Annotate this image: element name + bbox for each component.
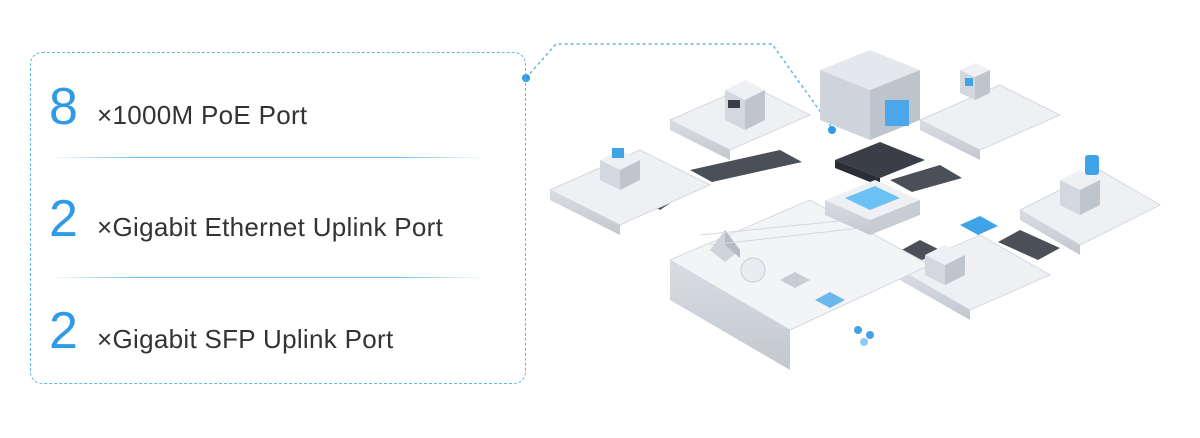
port-spec-panel: 8 ×1000M PoE Port 2 ×Gigabit Ethernet Up… xyxy=(30,52,526,384)
port-label: ×Gigabit Ethernet Uplink Port xyxy=(97,212,444,242)
port-label: ×Gigabit SFP Uplink Port xyxy=(97,324,394,354)
port-count: 8 xyxy=(49,78,78,136)
divider xyxy=(49,277,487,278)
port-label: ×1000M PoE Port xyxy=(97,100,308,130)
port-spec-row: 8 ×1000M PoE Port xyxy=(49,81,307,133)
network-illustration xyxy=(548,50,1162,370)
ground-plates xyxy=(548,84,1162,370)
port-spec-row: 2 ×Gigabit Ethernet Uplink Port xyxy=(49,193,443,245)
switch-tower xyxy=(820,50,925,235)
buildings xyxy=(600,63,1100,285)
port-count: 2 xyxy=(49,302,78,360)
port-spec-row: 2 ×Gigabit SFP Uplink Port xyxy=(49,305,393,357)
divider xyxy=(49,157,487,158)
plaza-devices xyxy=(699,219,874,346)
port-count: 2 xyxy=(49,190,78,248)
